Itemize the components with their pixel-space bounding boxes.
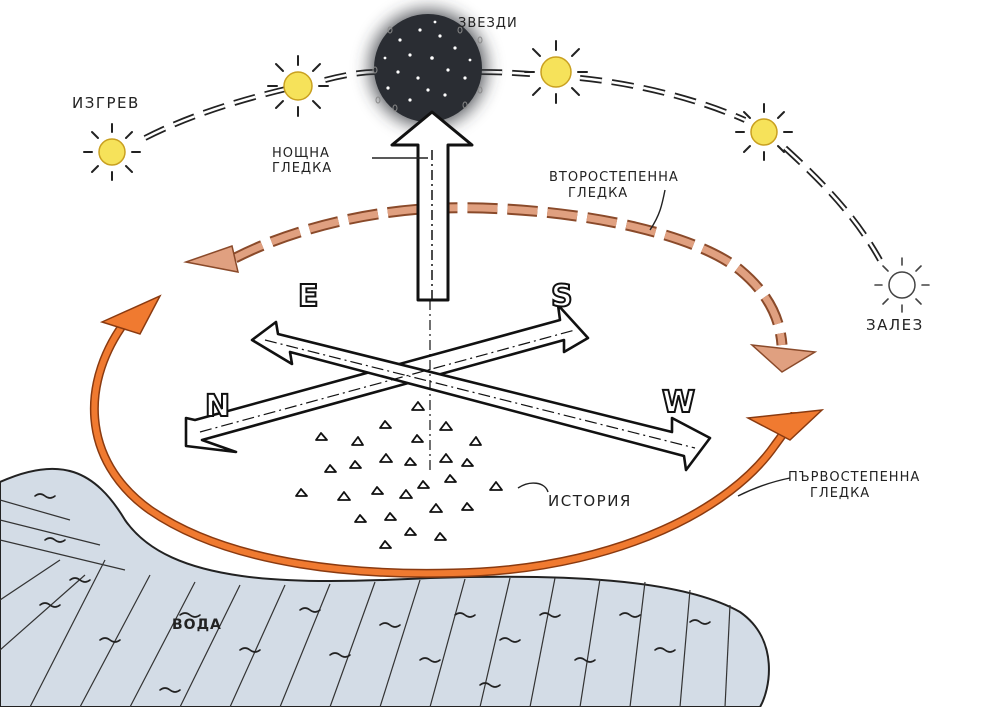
sun-sunrise-icon (83, 123, 141, 181)
secondary-view-label-2: ГЛЕДКА (568, 186, 629, 201)
label-leaders (372, 157, 791, 497)
sun-morning-icon (267, 55, 329, 117)
sun-path (143, 69, 883, 262)
secondary-view-arrow (183, 202, 818, 373)
sun-afternoon-icon (735, 103, 793, 161)
night-view-arrow (390, 110, 474, 302)
compass-north-label: N (204, 389, 231, 424)
history-label: ИСТОРИЯ (548, 492, 632, 510)
compass-east-label: E (297, 279, 319, 314)
compass-south-label: S (550, 279, 574, 314)
sun-sunset-icon (874, 257, 930, 313)
water-label: ВОДА (172, 617, 222, 633)
history-stones (295, 401, 503, 549)
primary-view-label-1: ПЪРВОСТЕПЕННА (788, 470, 921, 485)
secondary-view-label-1: ВТОРОСТЕПЕННА (549, 170, 679, 185)
primary-view-label-2: ГЛЕДКА (810, 486, 871, 501)
night-view-label-2: ГЛЕДКА (272, 161, 333, 176)
sunrise-label: ИЗГРЕВ (72, 94, 140, 112)
stars-label: ЗВЕЗДИ (458, 16, 518, 31)
compass-cross (184, 300, 712, 472)
night-sky (360, 0, 496, 136)
water-area (0, 467, 770, 707)
night-view-label-1: НОЩНА (272, 146, 330, 161)
sun-noon-icon (524, 40, 588, 104)
primary-view-arrow (89, 294, 825, 578)
compass-west-label: W (661, 385, 696, 420)
sunset-label: ЗАЛЕЗ (866, 316, 924, 334)
